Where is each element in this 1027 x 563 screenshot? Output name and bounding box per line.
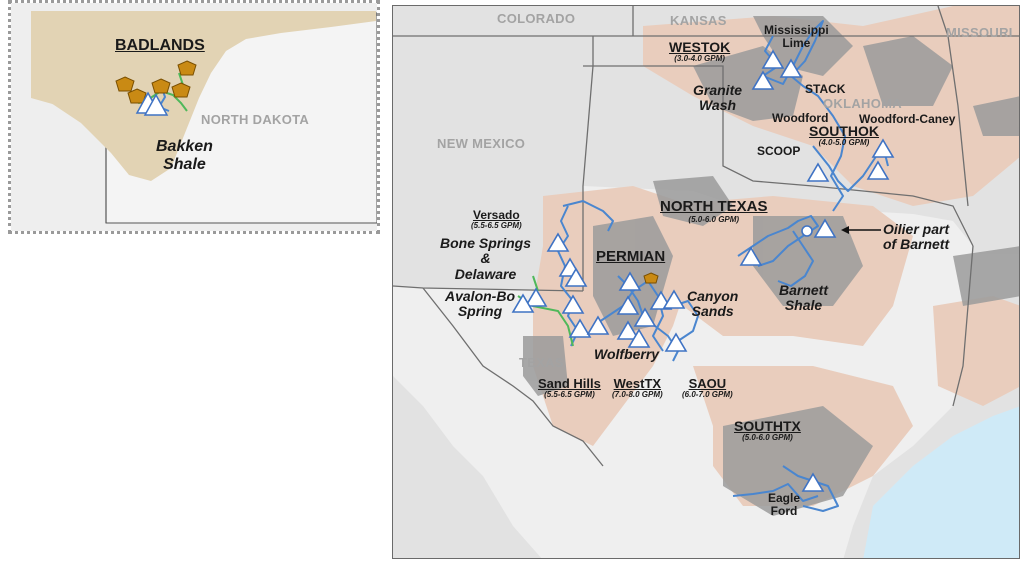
badlands-system-label: BADLANDS [115, 37, 205, 54]
saou-system: SAOU (6.0-7.0 GPM) [682, 376, 733, 400]
processing-plant-pentagon-icon [643, 272, 659, 284]
processing-plant-triangle-icon [633, 307, 657, 327]
wolfberry-label: Wolfberry [594, 346, 660, 362]
basin-areas [523, 16, 1019, 516]
processing-plant-triangle-icon [511, 293, 535, 313]
oilier-barnett-label: Oilier part of Barnett [883, 221, 950, 253]
oklahoma-label: OKLAHOMA [823, 96, 902, 111]
westtx-system: WestTX (7.0-8.0 GPM) [612, 376, 663, 400]
processing-plant-triangle-icon [739, 246, 763, 266]
processing-plant-triangle-icon [813, 218, 837, 238]
processing-plant-triangle-icon [618, 271, 642, 291]
versado-system: Versado (5.5-6.5 GPM) [471, 208, 522, 231]
texas-label: TEXAS [519, 355, 564, 370]
main-region-map: COLORADO KANSAS MISSOURI NEW MEXICO OKLA… [392, 5, 1020, 559]
processing-plant-triangle-icon [779, 58, 803, 78]
southtx-system: SOUTHTX (5.0-6.0 GPM) [734, 418, 801, 443]
avalon-bone-spring-label: Avalon-Bo Spring [445, 288, 515, 320]
processing-plant-circle-icon [801, 225, 813, 237]
colorado-label: COLORADO [497, 11, 576, 26]
inset-map-graphic [11, 3, 377, 231]
gulf-of-mexico [863, 406, 1019, 558]
southok-system: SOUTHOK (4.0-5.0 GPM) [809, 123, 879, 148]
processing-plant-triangle-icon [586, 315, 610, 335]
main-map-graphic [393, 6, 1019, 558]
north-texas-system: NORTH TEXAS (5.0-6.0 GPM) [660, 198, 768, 224]
processing-plant-triangle-icon [662, 289, 686, 309]
processing-plant-pentagon-icon [127, 88, 147, 104]
mississippi-lime-label: Mississippi Lime [764, 23, 829, 51]
inset-plants [115, 60, 197, 116]
processing-plant-triangle-icon [564, 267, 588, 287]
eagle-ford-label: Eagle Ford [768, 491, 801, 519]
barnett-shale-label: Barnett Shale [779, 282, 829, 314]
woodford-caney-label: Woodford-Caney [859, 112, 956, 126]
processing-plant-triangle-icon [616, 320, 640, 340]
granite-wash-label: Granite Wash [693, 82, 743, 114]
processing-plant-triangle-icon [664, 332, 688, 352]
processing-plant-pentagon-icon [171, 82, 191, 98]
westok-system: WESTOK (3.0-4.0 GPM) [669, 39, 731, 64]
badlands-inset-map: BADLANDS NORTH DAKOTA Bakken Shale [8, 0, 380, 234]
processing-plant-triangle-icon [561, 294, 585, 314]
processing-plant-triangle-icon [568, 318, 592, 338]
sand-hills-system: Sand Hills (5.5-6.5 GPM) [538, 376, 601, 400]
canyon-sands-label: Canyon Sands [687, 288, 739, 320]
processing-plant-triangle-icon [616, 295, 640, 315]
processing-plant-triangle-icon [546, 232, 570, 252]
processing-plant-pentagon-icon [177, 60, 197, 76]
processing-plants [511, 49, 895, 492]
processing-plant-pentagon-icon [151, 78, 171, 94]
processing-plant-triangle-icon [143, 93, 169, 116]
processing-plant-triangle-icon [761, 49, 785, 69]
bone-springs-delaware-label: Bone Springs & Delaware [440, 235, 532, 282]
stack-label: STACK [805, 82, 846, 96]
new-mexico-label: NEW MEXICO [437, 136, 526, 151]
north-dakota-label: NORTH DAKOTA [201, 112, 310, 127]
processing-plant-pentagon-icon [115, 76, 135, 92]
processing-plant-triangle-icon [871, 138, 895, 158]
scoop-label: SCOOP [757, 144, 801, 158]
kansas-label: KANSAS [670, 13, 727, 28]
permian-system: PERMIAN [596, 248, 666, 265]
processing-plant-triangle-icon [751, 70, 775, 90]
arrow-icon [841, 226, 881, 234]
woodford-label: Woodford [772, 111, 829, 125]
processing-plant-triangle-icon [524, 287, 548, 307]
processing-plant-triangle-icon [806, 162, 830, 182]
processing-plant-triangle-icon [866, 160, 890, 180]
bakken-shale-label: Bakken Shale [156, 138, 213, 173]
processing-plant-triangle-icon [627, 328, 651, 348]
processing-plant-triangle-icon [801, 472, 825, 492]
state-borders [393, 6, 1019, 467]
bakken-shale-area [31, 11, 376, 181]
missouri-label: MISSOURI [946, 25, 1013, 40]
